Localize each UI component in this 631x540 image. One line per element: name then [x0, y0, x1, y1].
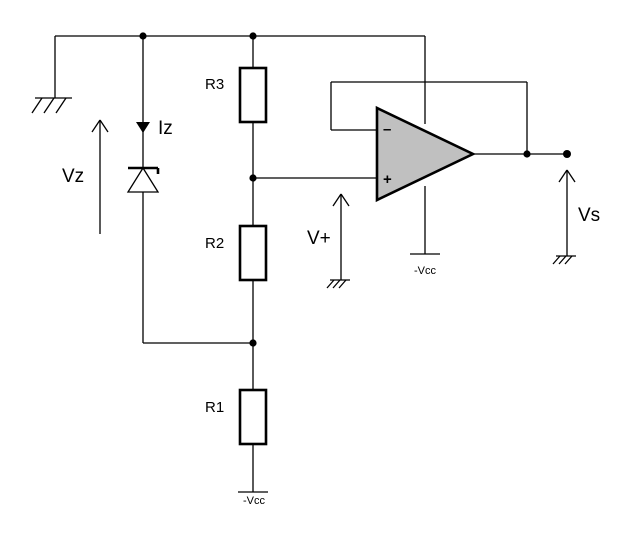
vz-label: Vz [62, 166, 84, 187]
opamp-minus-sign: – [383, 121, 391, 138]
feedback-loop-wire [330, 81, 528, 154]
current-arrow-icon [136, 122, 150, 133]
opamp-vcc-label: -Vcc [414, 265, 437, 277]
ground-icon-vs [552, 255, 576, 265]
ground-icon-vplus [326, 279, 350, 289]
vs-arrow-icon [558, 169, 576, 256]
op-amp-icon [375, 105, 477, 203]
r2-label: R2 [205, 235, 224, 252]
bottom-vcc-label: -Vcc [243, 495, 266, 507]
resistor-r3-icon [238, 66, 268, 124]
vs-label: Vs [578, 205, 600, 226]
resistor-r1-icon [238, 388, 268, 446]
junction-dots [139, 32, 571, 347]
ground-icon-top-left [31, 97, 72, 114]
vz-arrow-icon [91, 119, 109, 234]
zener-diode-icon [126, 166, 160, 193]
top-rail-wire [54, 35, 425, 98]
vplus-label: V+ [307, 228, 331, 249]
iz-label: Iz [158, 118, 173, 139]
r1-label: R1 [205, 399, 224, 416]
vplus-arrow-icon [332, 193, 350, 280]
zener-branch-wire [142, 36, 253, 344]
opamp-plus-sign: + [383, 171, 392, 188]
r3-label: R3 [205, 76, 224, 93]
resistor-r2-icon [238, 224, 268, 282]
opamp-supply-wires [410, 36, 440, 255]
